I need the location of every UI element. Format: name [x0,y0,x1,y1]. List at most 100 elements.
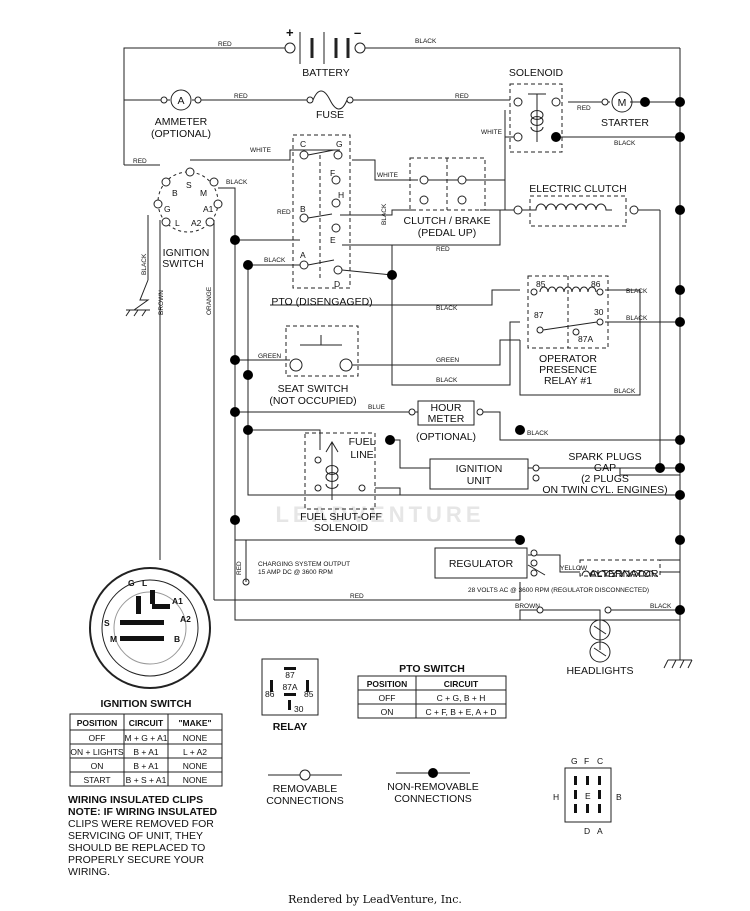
wire-label: RED [455,93,469,100]
legend-removable: REMOVABLE [273,783,338,795]
clips-note-line: SHOULD BE REPLACED TO [68,842,205,854]
pto-plug-g: G [571,756,578,766]
connections [230,97,685,615]
relay-terminal-85: 85 [536,279,546,289]
pto-terminal-h: H [338,190,344,200]
clips-note-line: PROPERLY SECURE YOUR [68,854,204,866]
wire-label: RED [350,593,364,600]
clutch-brake: CLUTCH / BRAKE (PEDAL UP) [404,157,490,239]
wire-label: GREEN [436,357,459,364]
seat-switch: SEAT SWITCH (NOT OCCUPIED) [269,325,359,407]
ignition-switch-label: SWITCH [162,258,203,270]
battery-label: BATTERY [302,67,349,79]
battery-minus: – [354,25,361,40]
ignition-table-cell: L + A2 [183,747,207,757]
wire-label: BLACK [650,603,672,610]
graphic-terminal-a2: A2 [180,614,191,624]
hour-meter: HOUR METER (OPTIONAL) [408,400,484,443]
starter: M STARTER [601,91,649,129]
switch-terminal-a1: A1 [203,204,214,214]
wire-label: BLACK [614,388,636,395]
pto-plug-f: F [584,756,589,766]
clips-note-title: WIRING INSULATED CLIPS [68,794,203,806]
pto-switch: C G F H B E A D PTO (DISENGAGED) [271,134,373,308]
ignition-table-cell: M + G + A1 [125,733,168,743]
ammeter-symbol: A [177,95,184,107]
wire-label: BLACK [527,430,549,437]
headlights: HEADLIGHTS [536,606,634,677]
ignition-table-cell: B + A1 [133,747,159,757]
wire-label: BROWN [515,603,540,610]
spark-plugs: SPARK PLUGS GAP (2 PLUGS ON TWIN CYL. EN… [542,451,667,496]
seat-switch-label: SEAT SWITCH [278,383,349,395]
pto-terminal-b: B [300,204,306,214]
relay-terminal-87: 87 [534,310,544,320]
connection-legend: REMOVABLE CONNECTIONS NON-REMOVABLE CONN… [266,768,479,807]
switch-terminal-s: S [186,180,192,190]
ignition-unit-label: IGNITION [456,463,503,475]
ignition-table-cell: OFF [89,733,106,743]
fuse-label: FUSE [316,109,344,121]
pto-plug-d: D [584,826,590,836]
relay-legend-86: 86 [265,689,275,699]
wire-label: BLACK [436,377,458,384]
starter-label: STARTER [601,117,649,129]
fuse: FUSE [306,90,354,121]
relay-legend: 87 87A 86 85 30 RELAY [261,658,319,733]
ignition-table-cell: NONE [183,775,208,785]
graphic-terminal-g: G [128,578,135,588]
pto-table-title: PTO SWITCH [399,663,465,675]
hour-meter-label: HOUR [431,402,462,414]
wire-label: BROWN [158,290,165,315]
wire-labels: RED BLACK RED RED RED WHITE BLACK RED WH… [133,38,672,610]
pto-plug-e: E [585,791,591,801]
relay-terminal-30: 30 [594,307,604,317]
wire-label: RED [436,246,450,253]
clips-note-line: CLIPS WERE REMOVED FOR [68,818,214,830]
pto-label: PTO (DISENGAGED) [271,296,372,308]
pto-plug-legend: G F C H E B D A [553,756,622,836]
fuel-line-label: FUEL [349,436,376,448]
pto-table-cell: ON [381,707,394,717]
legend-nonremovable: NON-REMOVABLE [387,781,478,793]
battery-plus: + [286,25,294,40]
wire-label: BLACK [614,140,636,147]
wire-label: BLACK [264,257,286,264]
pto-terminal-c: C [300,139,306,149]
ignition-table-cell: NONE [183,761,208,771]
ignition-table-header: POSITION [77,718,118,728]
ignition-switch-label: IGNITION [163,247,210,259]
clips-note-line: WIRING. [68,866,110,878]
pto-plug-h: H [553,792,559,802]
wire-label: BLUE [368,404,386,411]
graphic-terminal-s: S [104,618,110,628]
watermark: LEADVENTURE [275,502,484,527]
fuel-solenoid-label: FUEL SHUT-OFF [300,511,382,523]
battery: + – BATTERY [284,25,366,79]
switch-terminal-b: B [172,188,178,198]
ignition-table-cell: ON + LIGHTS [70,747,123,757]
pto-table-header: POSITION [367,679,408,689]
wire-label: GREEN [258,353,281,360]
wire-label: RED [277,209,291,216]
relay-legend-30: 30 [294,704,304,714]
pto-table-header: CIRCUIT [444,679,479,689]
relay-terminal-86: 86 [591,279,601,289]
wire-label: BLACK [436,305,458,312]
switch-terminal-a2: A2 [191,218,202,228]
switch-terminal-l: L [175,218,180,228]
pto-table: PTO SWITCH POSITION CIRCUIT OFF C + G, B… [357,663,507,719]
pto-plug-c: C [597,756,603,766]
ammeter: A AMMETER (OPTIONAL) [151,89,211,140]
electric-clutch-label: ELECTRIC CLUTCH [529,183,626,195]
pto-terminal-a: A [300,250,306,260]
wire-label: RED [234,93,248,100]
fuel-solenoid: FUEL LINE FUEL SHUT-OFF SOLENOID [300,432,382,534]
pto-terminal-f: F [330,168,335,178]
ignition-table-cell: B + A1 [133,761,159,771]
pto-terminal-e: E [330,235,336,245]
graphic-terminal-a1: A1 [172,596,183,606]
wires [123,47,693,669]
clutch-brake-sub: (PEDAL UP) [418,227,477,239]
